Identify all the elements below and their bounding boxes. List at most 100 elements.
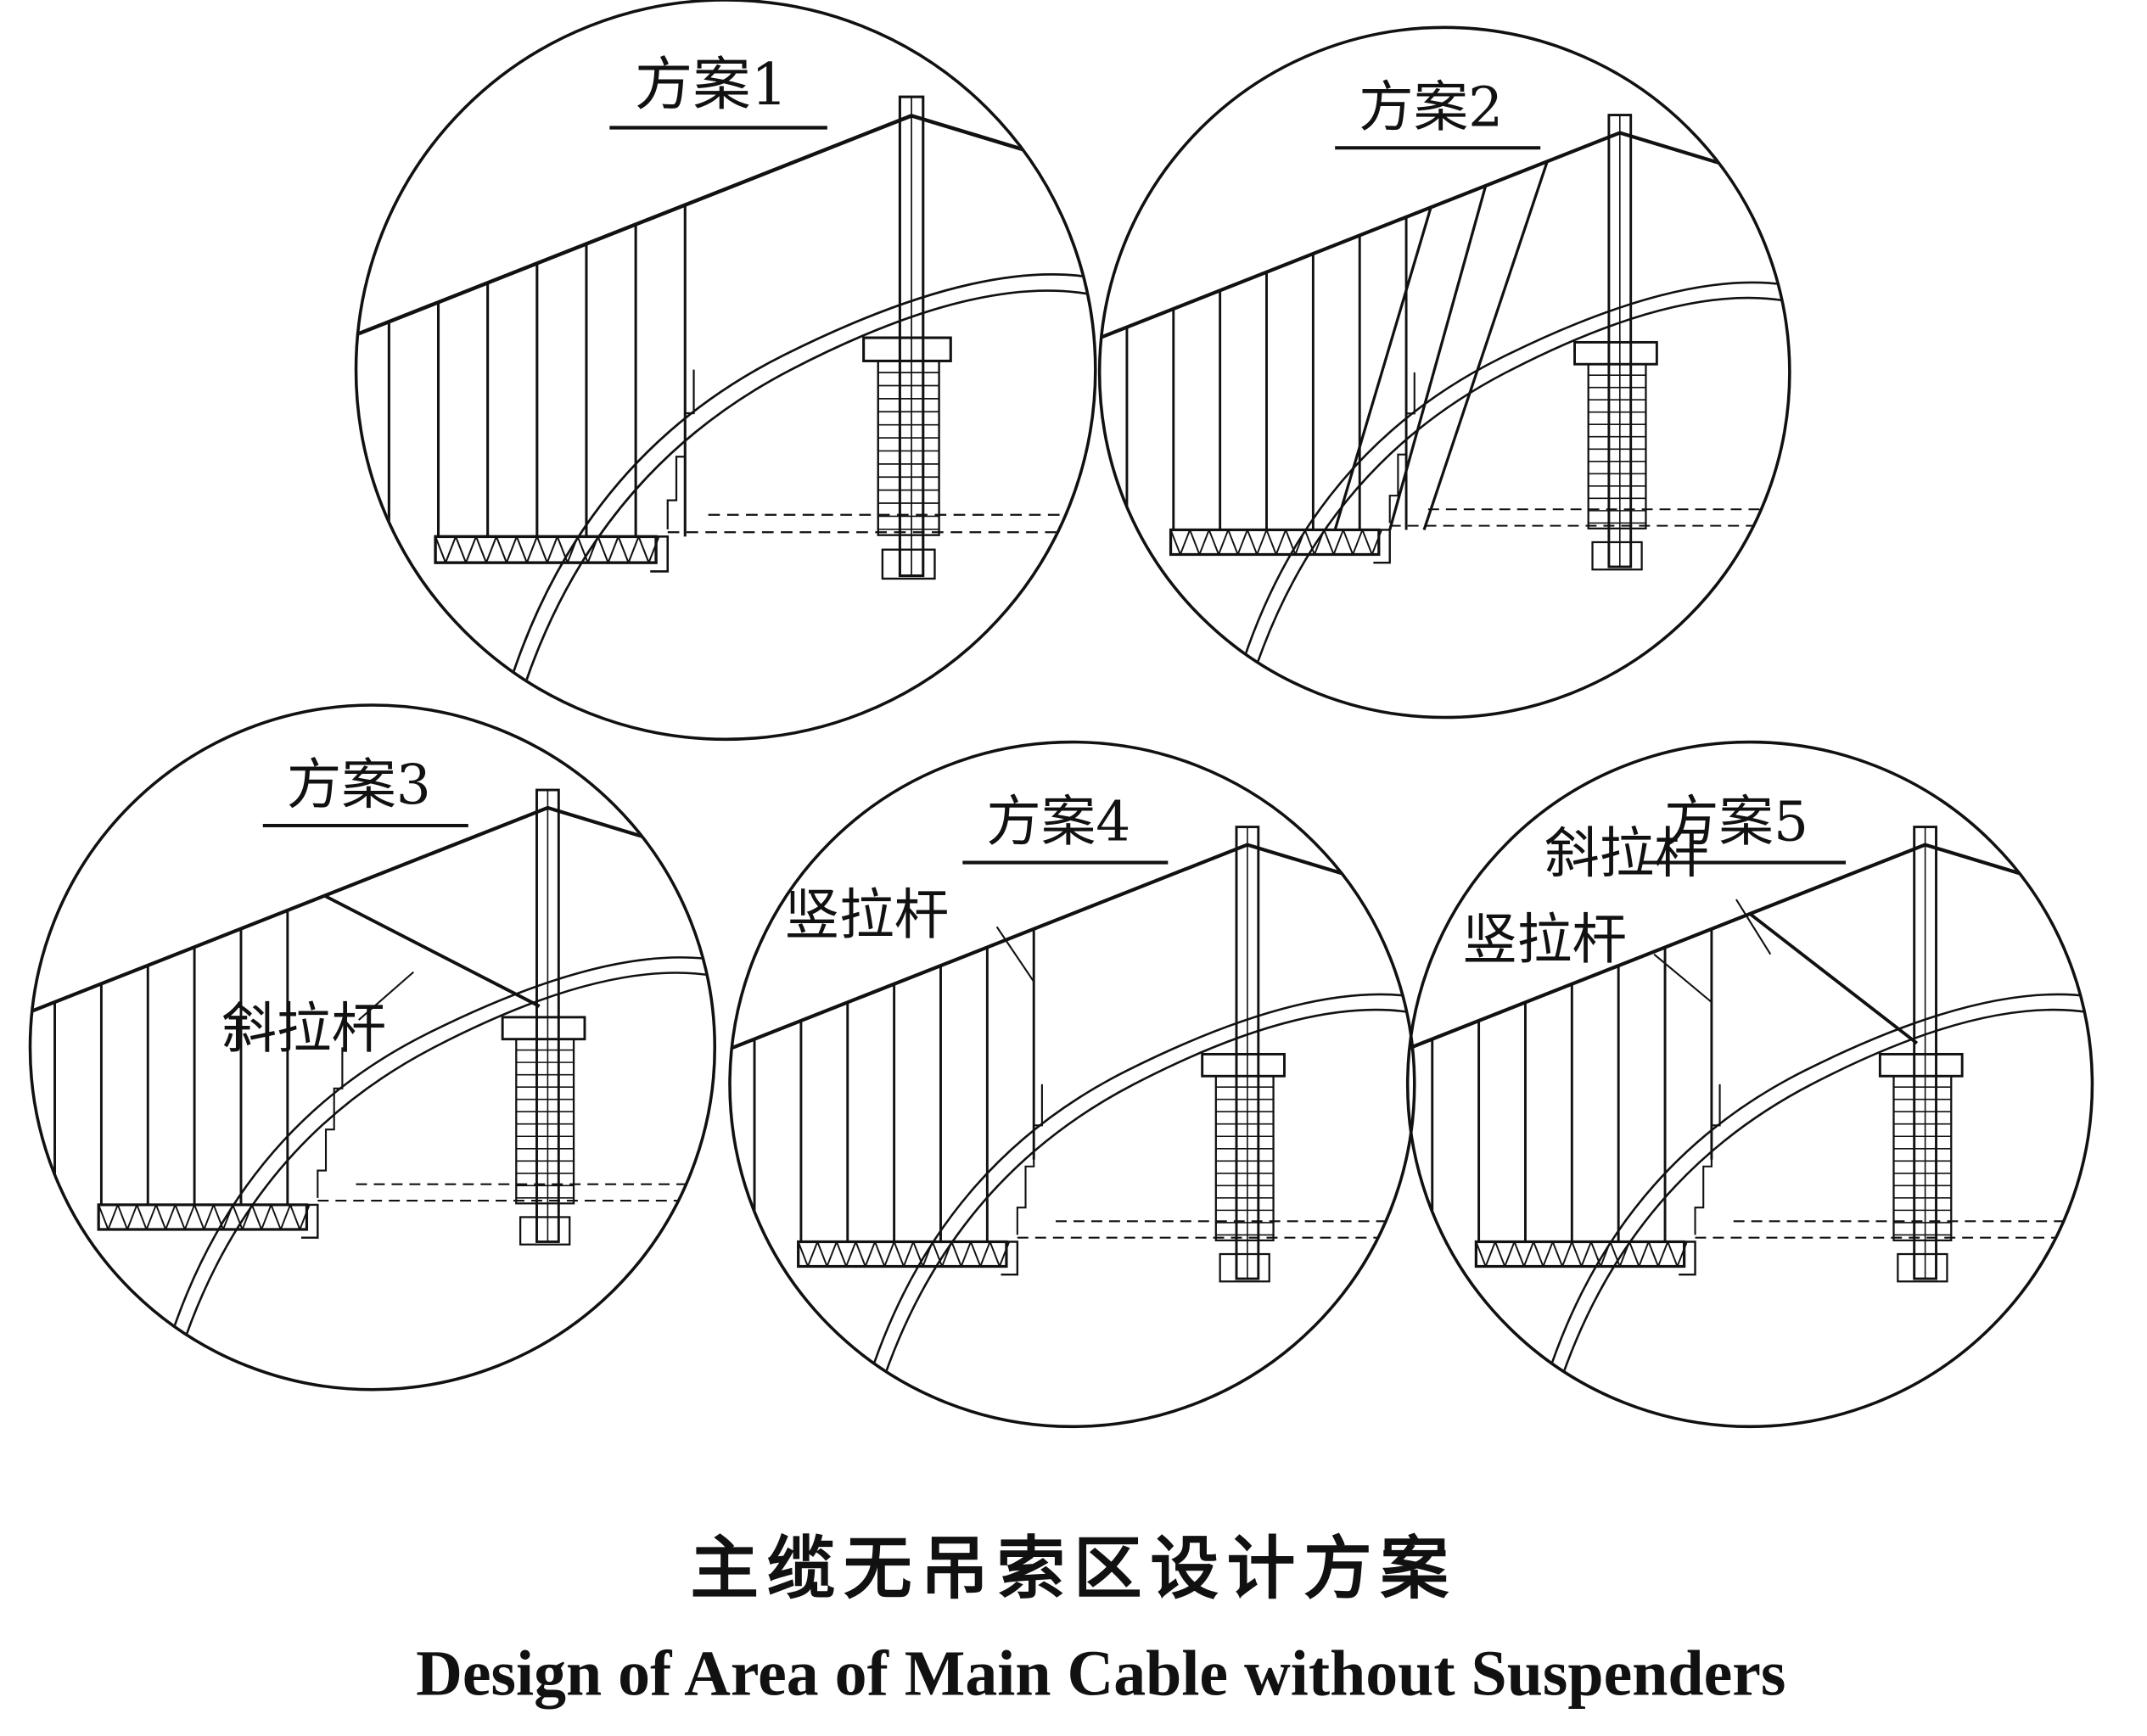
- truss-diagonal: [299, 1204, 311, 1230]
- truss-diagonal: [864, 1241, 876, 1267]
- truss-diagonal: [1580, 1241, 1592, 1267]
- truss-diagonal: [1494, 1241, 1506, 1267]
- inclined-hanger: [1388, 185, 1488, 530]
- pier-cap: [1573, 340, 1658, 366]
- truss-diagonal: [941, 1241, 953, 1267]
- truss-diagonal: [1352, 529, 1364, 555]
- deck-truss: [1169, 528, 1381, 557]
- label-leader-line: [1735, 899, 1772, 955]
- truss-diagonal: [1618, 1241, 1630, 1267]
- truss-diagonal: [1227, 529, 1239, 555]
- arch-rib-upper: [1238, 281, 1789, 675]
- pier-cap: [1878, 1052, 1964, 1078]
- truss-diagonal: [1198, 529, 1210, 555]
- truss-diagonal: [1513, 1241, 1525, 1267]
- caption-english: Design of Area of Main Cable without Sus…: [416, 1638, 1785, 1710]
- abutment-steps: [317, 1047, 344, 1198]
- truss-diagonal: [1208, 529, 1219, 555]
- truss-diagonal: [1542, 1241, 1554, 1267]
- scheme-title: 方案2: [1359, 76, 1503, 139]
- truss-diagonal: [1551, 1241, 1563, 1267]
- truss-diagonal: [1522, 1241, 1535, 1267]
- truss-diagonal: [1275, 529, 1287, 555]
- truss-diagonal: [1590, 1241, 1602, 1267]
- truss-diagonal: [279, 1204, 291, 1230]
- truss-diagonal: [1247, 529, 1258, 555]
- truss-diagonal: [874, 1241, 886, 1267]
- diagonal-tie-rod: [323, 893, 541, 1008]
- scheme-drawing: [31, 788, 714, 1352]
- scheme-drawing: [731, 826, 1414, 1389]
- arch-rib-lower: [179, 972, 714, 1352]
- truss-diagonal: [1361, 529, 1373, 555]
- truss-diagonal: [535, 535, 548, 563]
- truss-diagonal: [183, 1204, 196, 1230]
- main-cable: [357, 114, 912, 340]
- deck-truss: [797, 1240, 1008, 1268]
- arch-rib-lower: [1556, 1008, 2091, 1389]
- truss-diagonal: [845, 1241, 857, 1267]
- truss-diagonal: [1294, 529, 1306, 555]
- truss-diagonal: [126, 1204, 138, 1230]
- truss-diagonal: [1628, 1241, 1640, 1267]
- truss-diagonal: [289, 1204, 301, 1230]
- abutment-steps: [666, 369, 695, 529]
- diagonal-rod-label: 斜拉杆: [221, 997, 386, 1061]
- truss-diagonal: [1600, 1241, 1612, 1267]
- scheme-panel-2: 方案2: [1097, 25, 1791, 720]
- brick-pier: [877, 360, 940, 536]
- truss-diagonal: [1533, 1241, 1544, 1267]
- truss-diagonal: [222, 1204, 234, 1230]
- abutment-steps: [1388, 372, 1415, 524]
- abutment-steps: [1694, 1084, 1721, 1235]
- abutment: [1001, 1240, 1019, 1276]
- truss-diagonal: [515, 535, 528, 563]
- deck-truss: [97, 1203, 309, 1231]
- inclined-hanger: [1333, 206, 1432, 530]
- label-leader-line: [1653, 953, 1713, 1003]
- truss-diagonal: [797, 1241, 809, 1267]
- truss-diagonal: [136, 1204, 148, 1230]
- arch-rib-upper: [866, 993, 1414, 1386]
- scheme-title: 方案5: [1664, 791, 1808, 854]
- truss-diagonal: [1342, 529, 1354, 555]
- truss-diagonal: [566, 535, 579, 563]
- truss-diagonal: [617, 535, 630, 563]
- pier-cap: [501, 1016, 586, 1041]
- truss-diagonal: [241, 1204, 253, 1230]
- arch-rib-lower: [521, 289, 1095, 692]
- truss-diagonal: [597, 535, 609, 563]
- abutment: [650, 535, 670, 573]
- truss-diagonal: [434, 535, 447, 563]
- truss-diagonal: [1484, 1241, 1496, 1267]
- truss-diagonal: [903, 1241, 915, 1267]
- truss-diagonal: [1638, 1241, 1650, 1267]
- truss-diagonal: [950, 1241, 962, 1267]
- truss-diagonal: [1303, 529, 1315, 555]
- back-stay-cable: [1925, 843, 2091, 902]
- main-cable: [31, 806, 549, 1019]
- truss-diagonal: [174, 1204, 186, 1230]
- truss-diagonal: [912, 1241, 924, 1267]
- deck-truss: [1474, 1240, 1686, 1268]
- brick-pier: [515, 1038, 575, 1205]
- pier-footing: [1897, 1252, 1948, 1283]
- truss-diagonal: [1323, 529, 1335, 555]
- panel-circle: [354, 0, 1097, 741]
- truss-diagonal: [807, 1241, 819, 1267]
- abutment-steps: [1016, 1084, 1043, 1235]
- truss-diagonal: [960, 1241, 972, 1267]
- truss-diagonal: [261, 1204, 272, 1230]
- panel-circle: [28, 703, 717, 1392]
- truss-diagonal: [647, 535, 660, 563]
- truss-diagonal: [576, 535, 589, 563]
- caption-chinese: 主缆无吊索区设计方案: [690, 1530, 1456, 1610]
- diagonal-tie-rod: [1748, 912, 1919, 1045]
- scheme-title: 方案1: [635, 52, 788, 119]
- truss-diagonal: [1169, 529, 1181, 555]
- brick-pier: [1587, 363, 1647, 529]
- arch-rib-lower: [879, 1008, 1414, 1389]
